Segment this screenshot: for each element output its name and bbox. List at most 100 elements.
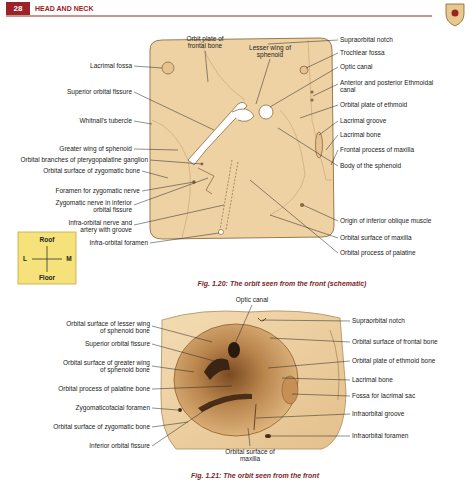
direction-label: Roof [32,236,62,243]
leader-line [134,205,224,225]
leader-line [134,178,208,205]
header-rule [6,16,432,17]
part-label: Orbital surface of greater wing of sphen… [60,359,150,374]
leader-line [152,326,212,342]
part-label: Origin of inferior oblique muscle [340,217,470,224]
leader-line [152,404,214,446]
lacrimal-fossa [162,62,174,74]
part-label: Orbital surface of zygomatic bone [20,423,150,430]
leader-lines [134,40,350,446]
optic-canal [259,105,273,119]
leader-line [270,67,338,107]
part-label: Superior orbital fissure [12,88,132,95]
suture-line [308,40,332,180]
part-label: Inferior orbital fissure [20,442,150,449]
leader-line [152,366,194,372]
supraorbital-notch [258,318,266,321]
leader-line [250,180,338,253]
leader-line [205,51,208,82]
part-label: Orbit plate of frontal bone [177,35,233,50]
part-label: Orbital process of palatine [340,249,470,256]
part-label: Frontal process of maxilla [340,146,470,153]
leader-line [152,386,232,389]
part-label: Orbital plate of ethmoid bone [352,357,472,364]
infraorbital-foramen [265,434,271,438]
part-label: Orbital surface of frontal bone [352,338,472,345]
optic-canal [228,342,240,358]
orientation-cross [32,259,62,260]
leader-line [152,408,178,410]
crest-logo [452,10,459,17]
leader-line [300,105,338,118]
part-label: Orbital plate of ethmoid [340,101,470,108]
part-label: Anterior and posterior Ethmoidal canal [340,79,435,94]
leader-line [270,215,338,238]
infraorbital-groove [254,404,256,430]
suture-line [152,120,190,238]
suture-line [270,110,305,215]
leader-line [270,338,350,342]
leader-line [303,205,338,221]
zygomaticofacial-foramen [178,408,182,412]
figure-caption: Fig. 1.20: The orbit seen from the front… [132,280,432,288]
part-label: Lacrimal bone [340,131,470,138]
lacrimal-fossa [282,376,298,404]
leader-line [331,150,338,165]
part-label: Infraorbital foramen [352,432,472,439]
part-label: Fossa for lacrimal sac [352,392,472,399]
leader-line [256,414,350,418]
page-number: 28 [6,4,30,13]
leader-line [134,121,152,124]
part-label: Infra-orbital nerve and artery with groo… [52,219,132,234]
leader-line [234,305,252,346]
leader-line [313,84,338,96]
orientation-box [18,232,76,284]
orbit-opening [174,324,298,436]
leader-line [142,182,194,191]
leader-line [319,121,338,135]
infraorbital-groove [220,160,232,230]
part-label: Superior orbital fissure [30,340,150,347]
part-label: Whitnall's tubercle [12,117,132,124]
direction-label: M [64,255,74,262]
fissure-hook [232,109,254,122]
leader-line [134,66,162,68]
leader-line [282,378,350,380]
page-number-box [6,2,30,15]
figure-caption: Fig. 1.21: The orbit seen from the front [105,472,405,480]
direction-label: L [20,255,30,262]
bone-edge [330,330,339,400]
infraorbital-groove [226,162,238,230]
part-label: Orbital surface of zygomatic bone [10,167,140,174]
leader-line [268,40,338,44]
part-label: Lacrimal fossa [12,62,132,69]
part-label: Supraorbital notch [352,317,472,324]
ethmoidal-canal [310,98,313,101]
part-label: Zygomatic nerve in inferior orbital fiss… [52,199,132,214]
leader-line [142,171,168,178]
leader-line [152,344,218,362]
orbit-outline [150,38,334,239]
part-label: Lacrimal bone [352,376,472,383]
part-label: Optic canal [340,63,470,70]
part-label: Supraorbital notch [340,36,470,43]
part-label: Greater wing of sphenoid [12,145,132,152]
leader-line [134,92,214,130]
leader-line [292,394,350,396]
leader-line [306,53,338,68]
leader-line [150,160,202,164]
leader-line [326,135,338,150]
part-label: Body of the sphenoid [340,162,470,169]
part-label: Orbital branches of pterygopalatine gang… [0,156,148,163]
leader-line [152,422,188,427]
leader-line [134,149,178,150]
part-label: Lesser wing of sphenoid [246,44,294,59]
leader-line [150,233,219,243]
running-head: HEAD AND NECK [35,4,185,12]
part-label: Infraorbital groove [352,410,472,417]
part-label: Orbital surface of maxilla [215,448,285,463]
part-label: Orbital surface of lesser wing of spheno… [60,320,150,335]
part-label: Optic canal [212,296,292,303]
part-label: Orbital surface of maxilla [340,234,470,241]
